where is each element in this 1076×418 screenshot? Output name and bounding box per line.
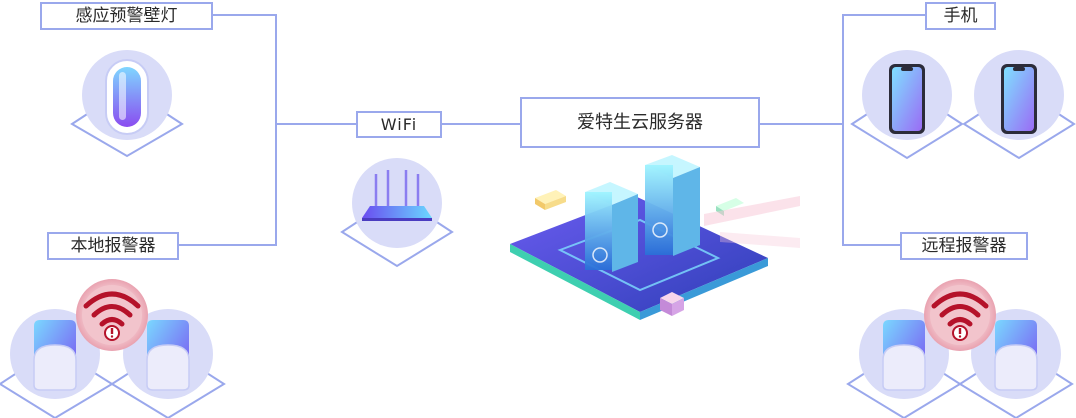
alarm-sensor-icon <box>958 309 1074 418</box>
label-remote-alarm: 远程报警器 <box>900 232 1028 260</box>
smartphone-icon <box>850 50 964 160</box>
label-wifi: WiFi <box>356 111 442 138</box>
alarm-sensor-icon <box>110 309 226 418</box>
wifi-warning-icon <box>924 279 996 351</box>
label-local-alarm: 本地报警器 <box>47 232 179 260</box>
wall-lamp-icon <box>70 50 184 158</box>
wifi-router-icon <box>340 158 454 268</box>
wifi-warning-icon <box>76 279 148 351</box>
alarm-sensor-icon <box>846 309 962 418</box>
cloud-server-icon <box>510 155 800 320</box>
label-cloud-server: 爱特生云服务器 <box>520 97 760 148</box>
smartphone-icon <box>962 50 1076 160</box>
alarm-sensor-icon <box>0 309 114 418</box>
label-phone: 手机 <box>925 2 996 30</box>
label-sensor-wall-lamp: 感应预警壁灯 <box>40 2 213 30</box>
